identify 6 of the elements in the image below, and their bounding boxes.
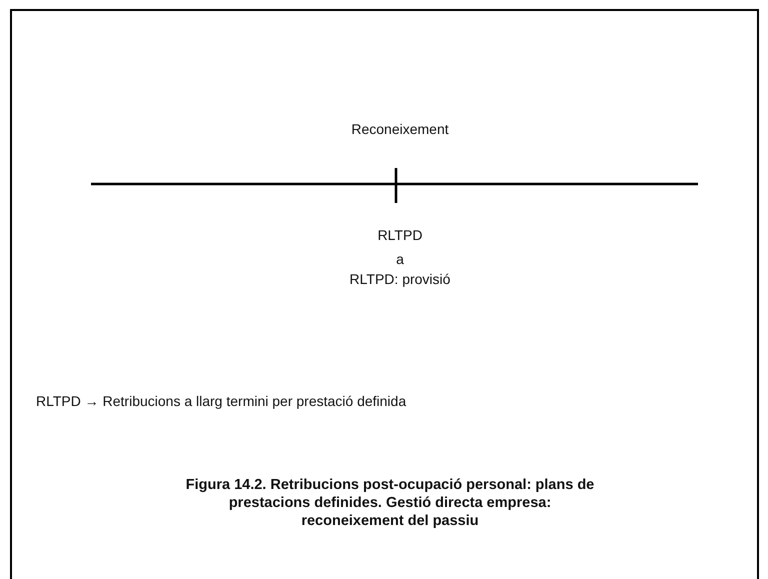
timeline-label: Reconeixement — [351, 121, 449, 137]
figure-caption: Figura 14.2. Retribucions post-ocupació personal: plans de prestacions definides. Gestió directa empresa: reconeixement del passiu — [184, 476, 596, 530]
timeline-label: RLTPD: provisió — [350, 271, 450, 287]
timeline-label: a — [396, 251, 404, 267]
abbreviation-note: RLTPD → Retribucions a llarg termini per prestació definida — [36, 393, 406, 409]
timeline-label: RLTPD — [378, 227, 422, 243]
